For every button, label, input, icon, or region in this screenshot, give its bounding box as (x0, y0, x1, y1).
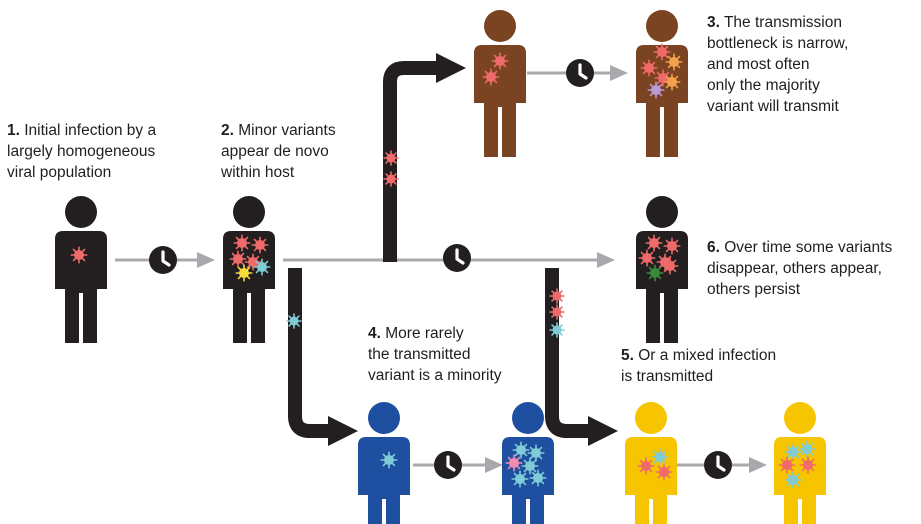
virus-icon (646, 264, 664, 282)
person-host (223, 196, 275, 343)
virus-icon (647, 81, 665, 99)
virus-icon (655, 463, 673, 481)
virus-icon (654, 69, 672, 87)
caption-line: Over time some variants (724, 239, 893, 256)
step-1-caption: 1. Initial infection by a largely homoge… (7, 120, 156, 183)
step-5-caption: 5. Or a mixed infection is transmitted (621, 345, 776, 387)
caption-line: disappear, others appear, (707, 260, 882, 277)
virus-icon (663, 237, 681, 255)
virus-icon (529, 469, 547, 487)
clock-icon (566, 59, 594, 87)
step-number: 4. (368, 325, 381, 342)
person-recipient-yellow-later (774, 402, 826, 524)
virus-icon (637, 457, 655, 475)
step-number: 2. (221, 122, 234, 139)
step-number: 5. (621, 347, 634, 364)
virus-icon (645, 234, 663, 252)
person-recipient-blue (358, 402, 410, 524)
virus-icon (383, 150, 399, 166)
step-2-caption: 2. Minor variants appear de novo within … (221, 120, 336, 183)
virus-icon (521, 457, 539, 475)
virus-icon (512, 441, 530, 459)
virus-icon (482, 68, 500, 86)
virus-icon (70, 246, 88, 264)
caption-line: viral population (7, 164, 112, 181)
caption-line: Or a mixed infection (638, 347, 777, 364)
clock-icon (443, 244, 471, 272)
virus-icon (784, 471, 802, 489)
step-number: 6. (707, 239, 720, 256)
step-3-caption: 3. The transmission bottleneck is narrow… (707, 12, 848, 117)
virus-icon (527, 444, 545, 462)
virus-icon (653, 43, 671, 61)
caption-line: Minor variants (238, 122, 336, 139)
caption-line: only the majority (707, 77, 820, 94)
clock-icon (434, 451, 462, 479)
virus-icon (778, 456, 796, 474)
virus-icon (380, 451, 398, 469)
virus-icon (491, 52, 509, 70)
virus-icon (799, 456, 817, 474)
virus-icon (244, 253, 262, 271)
virus-icon (661, 257, 679, 275)
person-recipient-yellow (625, 402, 677, 524)
virus-icon (229, 250, 247, 268)
person-recipient-brown (474, 10, 526, 157)
caption-line: The transmission (723, 14, 842, 31)
caption-line: More rarely (385, 325, 464, 342)
caption-line: bottleneck is narrow, (707, 35, 849, 52)
virus-icon (251, 236, 269, 254)
virus-icon (640, 59, 658, 77)
virus-icon (511, 470, 529, 488)
caption-line: the transmitted (368, 346, 471, 363)
virus-icon (505, 454, 523, 472)
person-initial (55, 196, 107, 343)
virus-icon (784, 443, 802, 461)
virus-icon (383, 171, 399, 187)
caption-line: and most often (707, 56, 810, 73)
transmission-arrow-down-yellow (545, 268, 618, 446)
caption-line: variant is a minority (368, 367, 502, 384)
clock-icon (704, 451, 732, 479)
clock-icon (149, 246, 177, 274)
caption-line: within host (221, 164, 295, 181)
step-number: 3. (707, 14, 720, 31)
caption-line: largely homogeneous (7, 143, 156, 160)
person-recipient-brown-later (636, 10, 688, 157)
virus-icon (286, 313, 302, 329)
caption-line: is transmitted (621, 368, 714, 385)
virus-icon (253, 258, 271, 276)
transmission-arrow-up (383, 53, 466, 262)
step-6-caption: 6. Over time some variants disappear, ot… (707, 237, 892, 300)
virus-icon (549, 304, 565, 320)
virus-icon (549, 288, 565, 304)
virus-icon (663, 73, 681, 91)
transmission-arrow-down-blue (288, 268, 358, 446)
virus-icon (638, 249, 656, 267)
virus-icon (235, 264, 253, 282)
virus-icon (233, 234, 251, 252)
virus-icon (665, 53, 683, 71)
step-number: 1. (7, 122, 20, 139)
caption-line: variant will transmit (707, 98, 839, 115)
caption-line: others persist (707, 281, 801, 298)
caption-line: Initial infection by a (24, 122, 157, 139)
virus-icon (549, 322, 565, 338)
step-4-caption: 4. More rarely the transmitted variant i… (368, 323, 502, 386)
caption-line: appear de novo (221, 143, 329, 160)
person-host-later (636, 196, 688, 343)
arrow-2-to-6 (283, 252, 615, 268)
virus-icon (798, 440, 816, 458)
virus-icon (651, 448, 669, 466)
